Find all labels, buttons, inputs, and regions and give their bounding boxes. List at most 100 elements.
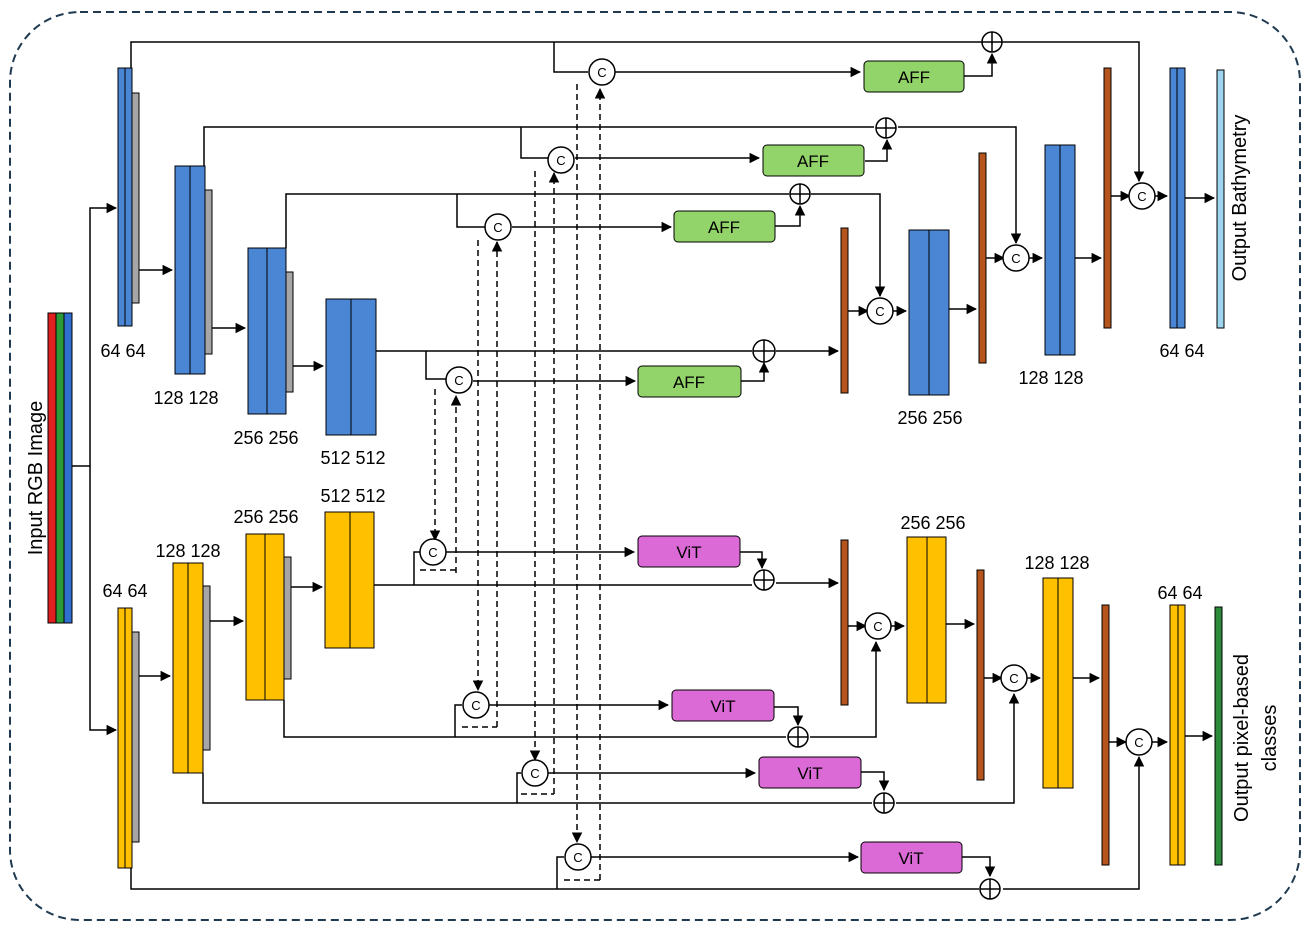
svg-text:C: C [493,220,502,235]
svg-text:AFF: AFF [797,152,829,171]
add-nodes [752,31,1003,900]
bot-enc-512-label: 512 512 [320,486,385,506]
bottom-decoder-block-256 [906,536,947,704]
bot-enc-64-label: 64 64 [102,581,147,601]
output-classes-label-2: classes [1259,705,1281,772]
top-output-bar [1216,69,1225,329]
concat-node [419,538,447,566]
top-decoder-block-256 [908,229,950,396]
concat-nodes [419,58,1156,871]
vit-module-2: ViT [671,689,775,722]
vit-module-1: ViT [637,535,741,568]
top-encoder-block-64 [117,67,140,327]
svg-text:C: C [454,373,463,388]
svg-text:ViT: ViT [710,697,735,716]
top-enc-64-label: 64 64 [100,341,145,361]
concat-node [864,612,892,640]
svg-text:ViT: ViT [898,849,923,868]
bottom-encoder-block-512 [324,511,375,649]
svg-text:AFF: AFF [708,218,740,237]
svg-text:C: C [1009,671,1018,686]
concat-node [1125,728,1153,756]
add-node [873,792,895,814]
svg-text:C: C [556,153,565,168]
add-node [789,183,811,205]
svg-text:C: C [573,850,582,865]
bottom-encoder-block-128 [172,562,211,774]
concat-node [547,146,575,174]
input-branch-lines [72,202,118,736]
bottom-decoder-brown-3 [1101,604,1110,866]
top-decoder-brown-2 [978,152,987,364]
bottom-decoder-brown-1 [840,539,849,706]
add-node [787,726,809,748]
svg-text:C: C [1011,251,1020,266]
aff-module-2: AFF [762,144,865,177]
concat-node [1000,664,1028,692]
top-dec-64-label: 64 64 [1159,341,1204,361]
concat-labels: C C C C C C C C C C C C C C [428,65,1146,865]
svg-text:C: C [471,698,480,713]
bot-dec-256-label: 256 256 [900,513,965,533]
concat-node [866,297,894,325]
add-node [979,878,1001,900]
top-skip-connections [130,41,1145,387]
bot-dec-128-label: 128 128 [1024,553,1089,573]
bottom-encoder-arrows [139,581,324,682]
bottom-skip-connections [130,546,1145,890]
top-decoder-block-64 [1169,67,1186,329]
output-classes-label-1: Output pixel-based [1231,654,1253,822]
input-label: Input RGB Image [25,401,47,556]
bottom-decoder-block-128 [1042,577,1074,789]
top-enc-128-label: 128 128 [153,388,218,408]
diagram-frame [9,11,1301,921]
bottom-encoder-block-256 [245,533,292,701]
svg-text:AFF: AFF [898,68,930,87]
output-bathymetry-label: Output Bathymetry [1229,115,1251,282]
add-node [981,31,1003,53]
bottom-decoder-brown-2 [976,569,985,781]
concat-node [484,213,512,241]
cross-branch-dashed-lines [420,84,606,881]
bottom-encoder-block-64 [117,607,140,869]
bot-enc-128-label: 128 128 [155,541,220,561]
svg-text:ViT: ViT [676,543,701,562]
svg-text:ViT: ViT [797,764,822,783]
svg-text:C: C [597,65,606,80]
concat-node [1002,244,1030,272]
svg-text:C: C [428,545,437,560]
bot-dec-64-label: 64 64 [1157,583,1202,603]
svg-text:C: C [1134,735,1143,750]
aff-module-1: AFF [863,60,965,93]
top-decoder-brown-3 [1103,67,1112,329]
bottom-decoder-block-64 [1169,604,1186,866]
aff-module-3: AFF [673,210,776,243]
add-node [753,569,775,591]
concat-node [445,366,473,394]
input-image-stack [47,312,73,624]
add-node [875,117,897,139]
bot-enc-256-label: 256 256 [233,507,298,527]
vit-module-3: ViT [758,756,862,789]
svg-text:AFF: AFF [673,373,705,392]
concat-node [588,58,616,86]
top-enc-256-label: 256 256 [233,428,298,448]
concat-node [1128,182,1156,210]
top-dec-128-label: 128 128 [1018,368,1083,388]
svg-text:C: C [875,304,884,319]
bottom-decoder-arrows [848,618,1214,748]
top-decoder-arrows [848,190,1216,317]
top-encoder-block-128 [174,165,213,375]
aff-module-4: AFF [637,365,742,398]
svg-text:C: C [873,619,882,634]
concat-node [521,759,549,787]
top-decoder-block-128 [1044,144,1076,356]
concat-node [462,691,490,719]
top-encoder-block-512 [325,298,377,436]
svg-text:C: C [530,766,539,781]
add-node [752,339,776,363]
vit-module-4: ViT [860,841,963,874]
top-dec-256-label: 256 256 [897,408,962,428]
top-enc-512-label: 512 512 [320,448,385,468]
